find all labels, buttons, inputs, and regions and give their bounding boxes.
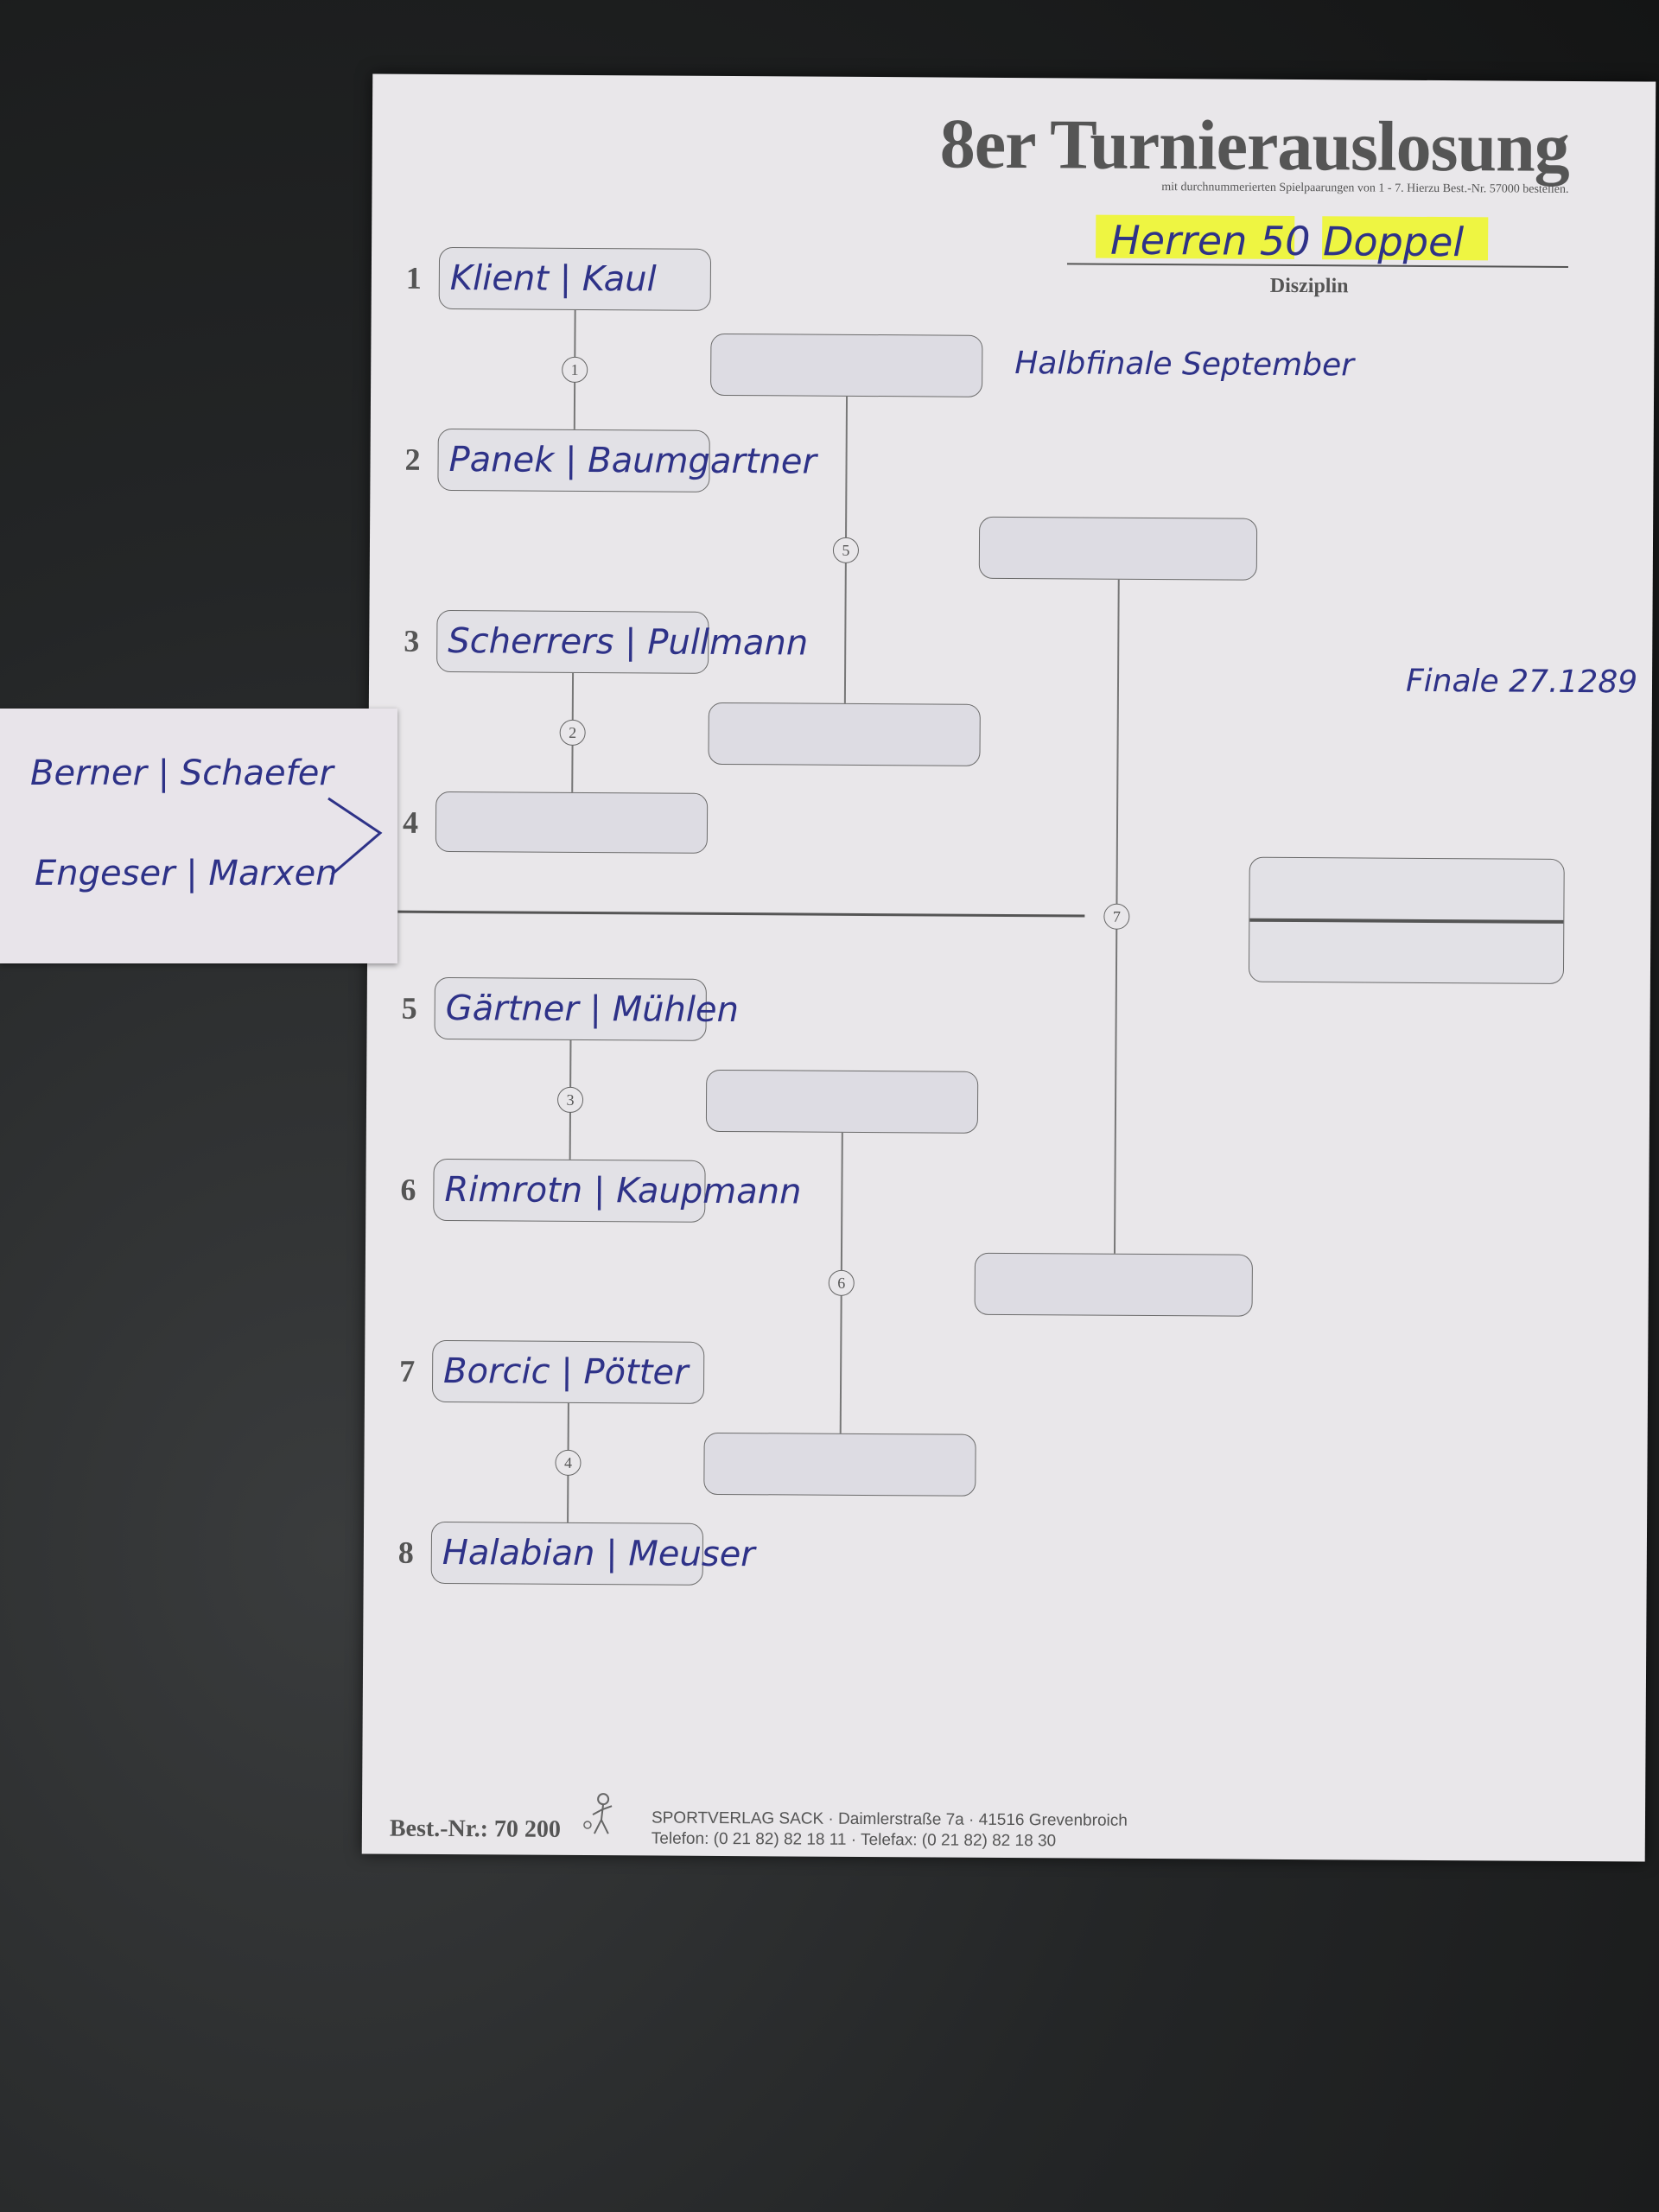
player-name: Halabian | Meuser	[442, 1533, 755, 1575]
paper-strip: Berner | Schaefer Engeser | Marxen	[0, 709, 397, 963]
player-slot-5[interactable]: Gärtner | Mühlen	[434, 976, 739, 1041]
player-name: Borcic | Pötter	[442, 1351, 689, 1393]
match-number: 3	[556, 1086, 584, 1113]
sheet-title: 8er Turnierauslosung	[939, 104, 1570, 187]
order-number: Best.-Nr.: 70 200	[389, 1815, 562, 1843]
player-slot-6[interactable]: Rimrotn | Kaupmann	[433, 1158, 802, 1223]
disziplin-line	[1066, 263, 1568, 268]
final-note: Finale 27.1289	[1405, 663, 1638, 701]
round2-slot-2[interactable]	[708, 702, 981, 766]
player-number: 3	[404, 623, 420, 658]
strip-team-2: Engeser | Marxen	[35, 854, 338, 893]
publisher-address: SPORTVERLAG SACK · Daimlerstraße 7a · 41…	[651, 1808, 1128, 1830]
final-slot[interactable]	[1248, 856, 1565, 984]
publisher-logo-icon	[583, 1793, 613, 1834]
player-name: Panek | Baumgartner	[448, 440, 817, 482]
player-name: Rimrotn | Kaupmann	[444, 1170, 802, 1212]
match-number: 6	[828, 1269, 855, 1296]
player-number: 4	[402, 804, 419, 840]
player-number: 1	[405, 260, 422, 296]
player-name: Klient | Kaul	[449, 258, 657, 300]
tournament-sheet: 8er Turnierauslosung mit durchnummeriert…	[361, 73, 1656, 1862]
semifinal-slot-2[interactable]	[974, 1252, 1253, 1317]
semifinal-slot-1[interactable]	[978, 516, 1258, 581]
player-slot-8[interactable]: Halabian | Meuser	[430, 1521, 755, 1586]
player-slot-4[interactable]	[435, 791, 709, 854]
semifinal-note: Halbfinale September	[1014, 346, 1355, 384]
player-slot-3[interactable]: Scherrers | Pullmann	[436, 609, 808, 674]
player-number: 2	[404, 442, 421, 477]
player-number: 6	[400, 1172, 416, 1207]
round2-slot-1[interactable]	[710, 333, 983, 397]
round2-slot-3[interactable]	[705, 1069, 979, 1134]
player-name: Gärtner | Mühlen	[445, 988, 740, 1031]
match-number: 7	[1103, 903, 1130, 930]
match-number: 1	[562, 356, 588, 384]
strip-team-1: Berner | Schaefer	[30, 753, 334, 793]
publisher-info: SPORTVERLAG SACK · Daimlerstraße 7a · 41…	[652, 1808, 1128, 1852]
player-slot-1[interactable]: Klient | Kaul	[438, 246, 712, 311]
divider-line	[397, 910, 1085, 918]
publisher-phone: Telefon: (0 21 82) 82 18 11 · Telefax: (…	[651, 1829, 1057, 1851]
player-number: 7	[399, 1353, 416, 1389]
player-number: 8	[397, 1535, 414, 1570]
disziplin-label: Disziplin	[1269, 274, 1349, 298]
round2-slot-4[interactable]	[703, 1432, 976, 1497]
disziplin-value: Herren 50 Doppel	[1109, 216, 1465, 266]
player-slot-2[interactable]: Panek | Baumgartner	[437, 428, 817, 493]
player-name: Scherrers | Pullmann	[448, 621, 809, 664]
sheet-subtitle: mit durchnummerierten Spielpaarungen von…	[1161, 181, 1569, 196]
player-slot-7[interactable]: Borcic | Pötter	[431, 1339, 705, 1404]
bracket-arrow-icon	[327, 797, 383, 876]
player-number: 5	[401, 990, 417, 1026]
match-number: 2	[559, 719, 586, 747]
match-number: 5	[832, 537, 860, 563]
match-number: 4	[555, 1449, 582, 1476]
